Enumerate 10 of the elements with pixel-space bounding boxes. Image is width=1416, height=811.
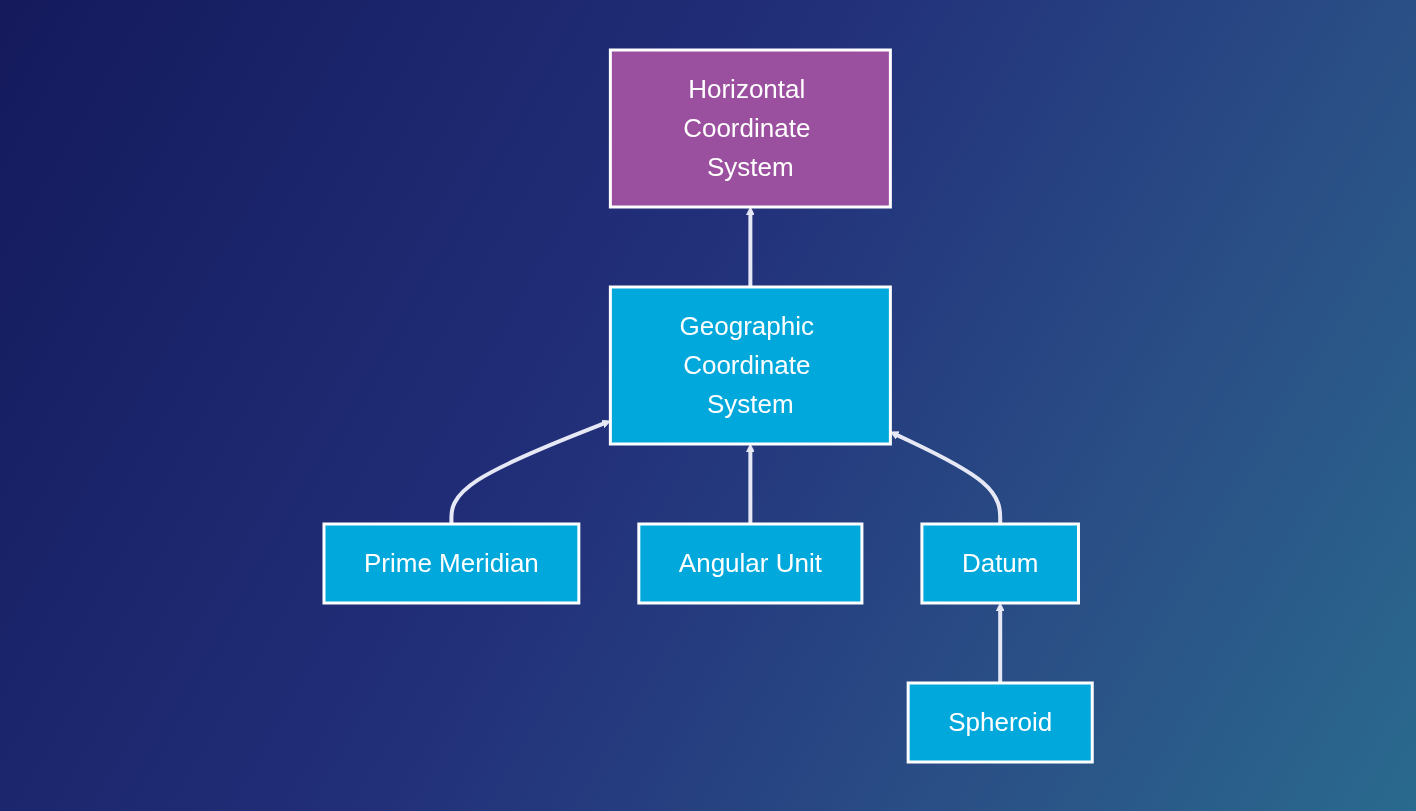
arrow <box>995 602 1005 683</box>
node-box: Spheroid <box>906 681 1094 763</box>
node-box: Horizontal Coordinate System <box>608 48 892 208</box>
arrow <box>745 443 755 524</box>
node-box: Datum <box>920 522 1080 604</box>
arrow <box>449 419 611 524</box>
node-box: Angular Unit <box>637 522 864 604</box>
arrow <box>745 206 755 287</box>
node-box: Prime Meridian <box>322 522 581 604</box>
node-box: Geographic Coordinate System <box>608 285 892 445</box>
